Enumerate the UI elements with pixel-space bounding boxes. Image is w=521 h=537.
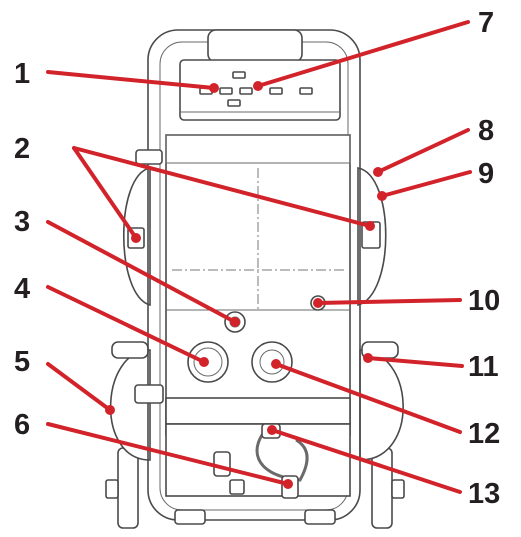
leader-6 — [46, 422, 290, 486]
lower-base — [165, 397, 351, 425]
leader-9 — [380, 170, 472, 198]
leader-8 — [376, 128, 470, 174]
right-wheel — [371, 447, 393, 529]
callout-2: 2 — [14, 133, 30, 165]
callout-9: 9 — [478, 158, 494, 190]
leader-4 — [46, 285, 206, 364]
leader-13 — [270, 428, 462, 494]
leader-3 — [46, 220, 237, 324]
callout-12: 12 — [468, 418, 500, 450]
callout-5: 5 — [14, 346, 30, 378]
callout-6: 6 — [14, 409, 30, 441]
right-foot — [304, 509, 336, 525]
top-handle — [207, 29, 303, 63]
leader-12 — [274, 362, 462, 434]
left-foot — [174, 509, 206, 525]
leader-11 — [366, 356, 464, 368]
callout-3: 3 — [14, 206, 30, 238]
callout-4: 4 — [14, 273, 30, 305]
callout-1: 1 — [14, 58, 30, 90]
callout-10: 10 — [468, 285, 500, 317]
left-wheel — [117, 447, 139, 529]
callout-7: 7 — [478, 7, 494, 39]
leader-2a — [72, 146, 138, 240]
leader-7 — [256, 20, 470, 88]
machine-drawing — [105, 29, 405, 529]
callout-8: 8 — [478, 115, 494, 147]
callout-labels: 1 2 3 4 5 6 7 8 9 10 11 12 13 — [14, 7, 500, 510]
callout-11: 11 — [468, 351, 499, 383]
leader-2b — [72, 146, 372, 228]
leader-10 — [316, 298, 462, 305]
leader-5 — [46, 362, 112, 412]
leader-1 — [46, 70, 216, 90]
leader-lines — [46, 20, 472, 494]
callout-13: 13 — [468, 478, 500, 510]
